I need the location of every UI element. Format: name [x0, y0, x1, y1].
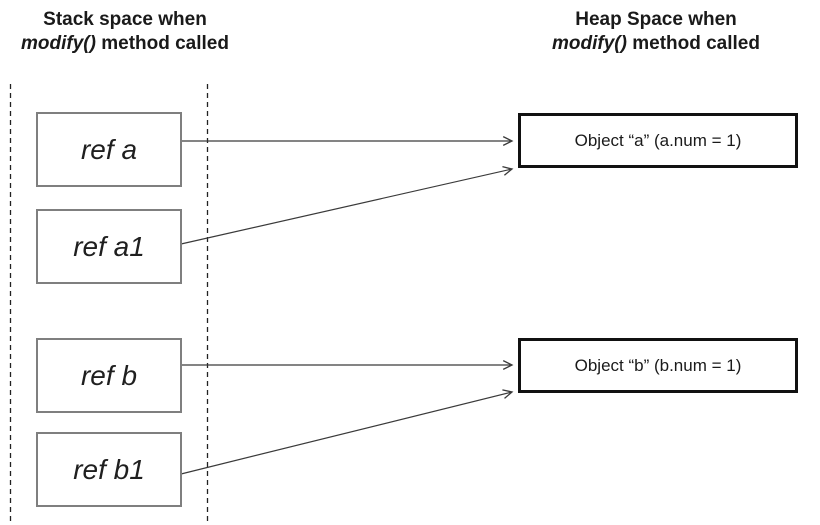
stack-box-ref-a1-label: ref a1 — [73, 230, 145, 262]
stack-title: Stack space when modify() method called — [0, 8, 250, 56]
stack-title-method-name: modify() — [21, 33, 96, 54]
stack-box-ref-a1: ref a1 — [36, 209, 182, 284]
stack-box-ref-b1: ref b1 — [36, 432, 182, 507]
stack-box-ref-a: ref a — [36, 112, 182, 187]
arrow-ref-a1-to-object-a — [180, 166, 514, 245]
heap-title-line1: Heap Space when — [575, 9, 737, 30]
heap-title: Heap Space when modify() method called — [525, 8, 787, 56]
stack-box-ref-b1-label: ref b1 — [73, 453, 145, 485]
heap-box-object-a-label: Object “a” (a.num = 1) — [574, 130, 742, 150]
stack-title-line1: Stack space when — [43, 9, 207, 30]
heap-box-object-b: Object “b” (b.num = 1) — [518, 338, 798, 393]
heap-title-line2: modify() method called — [525, 32, 787, 56]
stack-title-line2-rest: method called — [95, 33, 229, 54]
heap-box-object-b-label: Object “b” (b.num = 1) — [574, 355, 742, 375]
stack-box-ref-b: ref b — [36, 338, 182, 413]
heap-title-method-name: modify() — [552, 33, 627, 54]
arrow-ref-b1-to-object-b — [180, 389, 514, 475]
heap-title-line2-rest: method called — [626, 33, 760, 54]
stack-title-line2: modify() method called — [0, 32, 250, 56]
stack-box-ref-a-label: ref a — [80, 133, 138, 165]
heap-box-object-a: Object “a” (a.num = 1) — [518, 113, 798, 168]
stack-box-ref-b-label: ref b — [80, 359, 138, 391]
